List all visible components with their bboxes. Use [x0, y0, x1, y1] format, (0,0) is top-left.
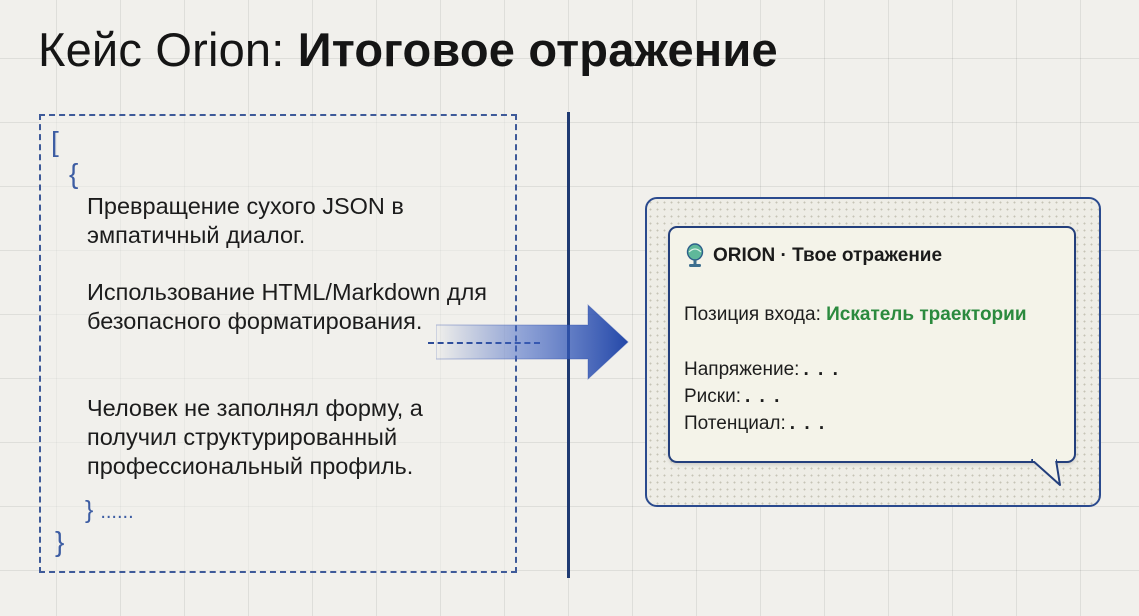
right-arrow-icon	[436, 303, 629, 381]
risks-label: Риски:	[684, 386, 741, 407]
orion-card-header: ORION · Твое отражение	[684, 243, 942, 269]
title-bold: Итоговое отражение	[297, 23, 778, 76]
position-label: Позиция входа:	[684, 304, 821, 325]
json-paragraph-formatting: Использование HTML/Markdown для безопасн…	[87, 279, 488, 334]
open-square-bracket: [	[51, 126, 59, 157]
json-paragraph-profile: Человек не заполнял форму, а получил стр…	[87, 395, 423, 479]
tension-line: Напряжение:. . .	[684, 359, 840, 381]
potential-line: Потенциал:. . .	[684, 413, 826, 435]
tension-label: Напряжение:	[684, 359, 800, 380]
bubble-tail-icon	[1031, 458, 1061, 486]
close-square-bracket: }	[55, 526, 65, 557]
risks-line: Риски:. . .	[684, 386, 781, 408]
risks-placeholder: . . .	[745, 386, 782, 407]
slide-title: Кейс Orion: Итоговое отражение	[38, 24, 778, 76]
potential-label: Потенциал:	[684, 413, 786, 434]
title-regular: Кейс Orion:	[38, 23, 285, 76]
close-brace-char: }	[85, 496, 94, 524]
close-ellipsis: ......	[100, 501, 134, 523]
tension-placeholder: . . .	[803, 359, 840, 380]
position-value: Искатель траектории	[826, 304, 1027, 325]
close-curly-brace: } ......	[85, 496, 134, 525]
orion-speech-bubble	[668, 226, 1076, 463]
open-curly-brace: {	[69, 158, 79, 189]
json-paragraph-dialog: Превращение сухого JSON в эмпатичный диа…	[87, 193, 404, 248]
microphone-icon	[686, 243, 704, 267]
orion-header-text: ORION · Твое отражение	[713, 245, 943, 266]
potential-placeholder: . . .	[789, 413, 827, 434]
entry-position-line: Позиция входа: Искатель траектории	[684, 304, 1027, 326]
